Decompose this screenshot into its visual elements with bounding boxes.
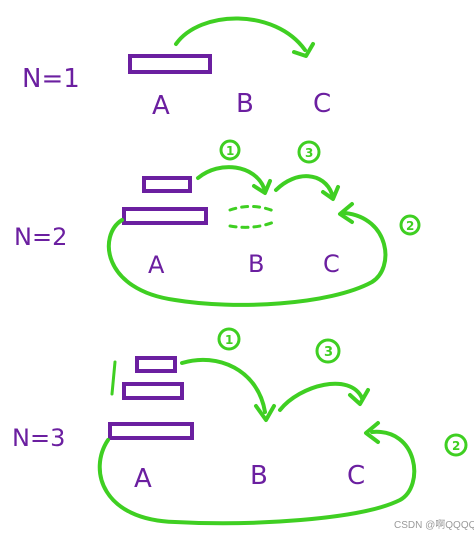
move-arrow-step1 — [196, 165, 266, 190]
disk — [128, 54, 212, 74]
peg-label-a: A — [152, 91, 170, 121]
temp-disk-placeholder — [228, 205, 278, 214]
svg-text:3: 3 — [324, 345, 333, 360]
step-marker-1: 1 — [217, 327, 241, 351]
arrowhead — [364, 421, 380, 444]
watermark: CSDN @啊QQQQ — [394, 519, 474, 531]
step-marker-2: 2 — [399, 214, 421, 236]
svg-text:2: 2 — [406, 219, 414, 233]
peg-label-a: A — [134, 464, 152, 494]
peg-label-c: C — [313, 89, 331, 119]
disk-small — [142, 176, 192, 193]
move-arrow-step1 — [180, 357, 267, 414]
scenario-n2: N=2 A B C 1 3 2 — [14, 139, 421, 307]
step-marker-3: 3 — [297, 140, 321, 164]
peg-label-a: A — [148, 251, 165, 279]
move-arrow-step2-loop — [106, 211, 388, 307]
step-marker-3: 3 — [315, 338, 341, 364]
peg-label-b: B — [250, 461, 268, 491]
scenario-label: N=1 — [22, 64, 80, 94]
arrowhead — [338, 202, 354, 224]
peg-label-b: B — [236, 89, 254, 119]
scenario-n3: N=3 A B C 1 3 2 — [12, 327, 468, 526]
temp-disk-placeholder-lower — [228, 220, 276, 229]
peg-label-c: C — [323, 250, 340, 278]
subtower-bracket — [110, 360, 117, 396]
move-arrow-step2-loop — [97, 429, 417, 526]
disk-large — [108, 422, 194, 440]
arrowhead — [252, 179, 272, 195]
peg-label-b: B — [248, 250, 264, 278]
svg-text:1: 1 — [226, 144, 234, 158]
peg-label-c: C — [347, 461, 365, 491]
arrowhead — [254, 404, 276, 422]
disk-small — [135, 356, 177, 373]
arrowhead — [321, 185, 340, 201]
scenario-n1: N=1 A B C — [22, 16, 331, 121]
step-marker-2: 2 — [444, 433, 468, 457]
move-arrow — [174, 16, 307, 52]
disk-large — [122, 207, 208, 225]
disk-medium — [122, 382, 184, 400]
arrowhead — [292, 42, 315, 58]
svg-text:2: 2 — [452, 439, 460, 453]
step-marker-1: 1 — [219, 139, 241, 161]
scenario-label: N=3 — [12, 424, 65, 452]
svg-text:1: 1 — [225, 333, 233, 347]
move-arrow-step3 — [278, 381, 364, 412]
move-arrow-step3 — [274, 174, 334, 196]
scenario-label: N=2 — [14, 223, 67, 251]
arrowhead — [348, 388, 370, 406]
svg-text:3: 3 — [305, 146, 313, 160]
